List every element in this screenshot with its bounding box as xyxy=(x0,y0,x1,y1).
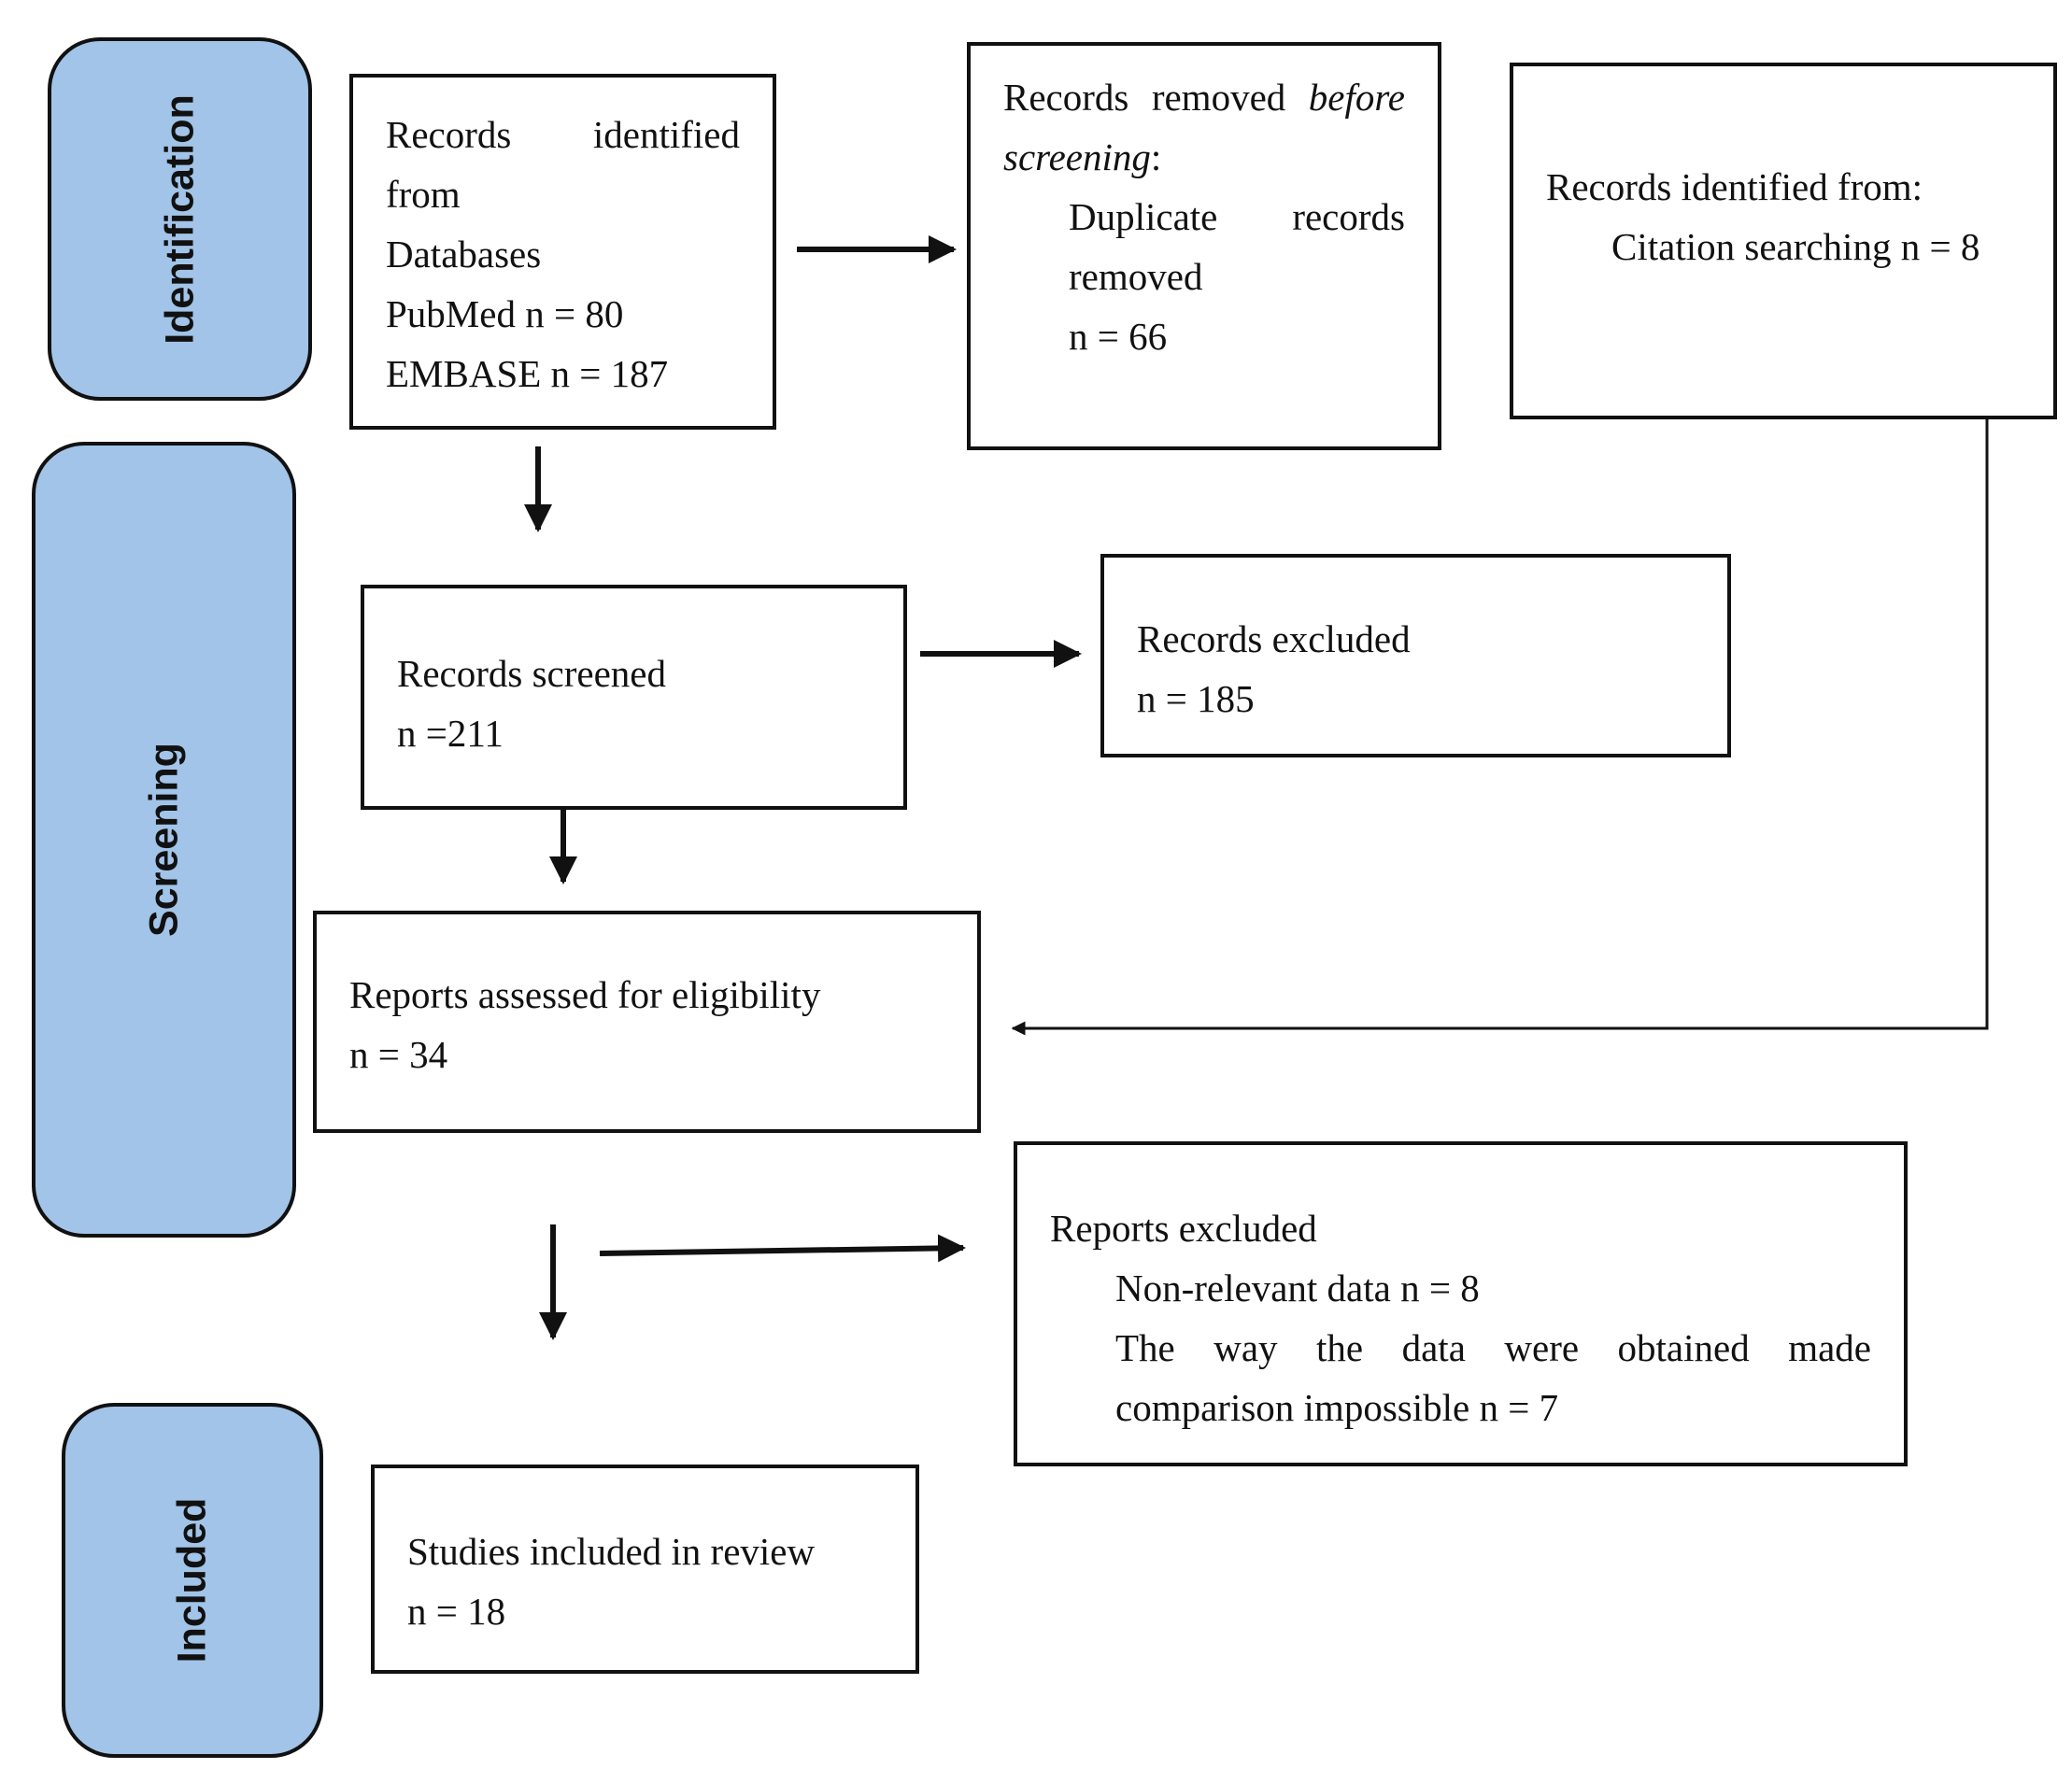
reports-excluded-line-2: Non-relevant data n = 8 xyxy=(1115,1267,1480,1309)
removed-line-4: n = 66 xyxy=(1069,315,1168,358)
screened-line-2: n =211 xyxy=(397,712,504,755)
removed-line-3: Duplicate records removed xyxy=(1069,195,1405,298)
citation-line-1: Records identified from: xyxy=(1546,165,1923,208)
databases-line-1: Records identified from xyxy=(386,113,740,216)
assessed-line-1: Reports assessed for eligibility xyxy=(349,973,821,1016)
reports-excluded-line-3: The way the data were obtained made comp… xyxy=(1115,1326,1871,1429)
box-studies-included: Studies included in review n = 18 xyxy=(371,1465,919,1674)
removed-line-2: screening: xyxy=(1003,127,1405,187)
phase-identification-label: Identification xyxy=(157,93,202,345)
removed-line-1-text: Records removed xyxy=(1003,76,1309,119)
databases-line-3: PubMed n = 80 xyxy=(386,292,624,335)
excluded-line-2: n = 185 xyxy=(1137,677,1255,720)
box-records-excluded: Records excluded n = 185 xyxy=(1100,554,1731,757)
removed-line-2-text: : xyxy=(1150,135,1162,178)
phase-screening: Screening xyxy=(32,442,296,1238)
box-records-screened: Records screened n =211 xyxy=(361,585,907,810)
databases-line-4: EMBASE n = 187 xyxy=(386,352,669,395)
removed-line-1: Records removed before xyxy=(1003,67,1405,127)
box-records-removed: Records removed before screening: Duplic… xyxy=(967,42,1441,450)
reports-excluded-line-1: Reports excluded xyxy=(1050,1207,1317,1250)
phase-included-label: Included xyxy=(169,1497,215,1663)
citation-line-2: Citation searching n = 8 xyxy=(1611,225,1980,268)
box-records-identified-citation: Records identified from: Citation search… xyxy=(1510,63,2057,419)
screened-line-1: Records screened xyxy=(397,652,667,695)
removed-line-1-emphasis: before xyxy=(1308,76,1405,119)
included-line-1: Studies included in review xyxy=(407,1530,816,1573)
removed-line-2-emphasis: screening xyxy=(1003,135,1151,178)
box-reports-assessed: Reports assessed for eligibility n = 34 xyxy=(313,911,981,1133)
arrow-assessed-to-reports-excluded xyxy=(599,1234,966,1263)
excluded-line-1: Records excluded xyxy=(1137,617,1411,660)
assessed-line-2: n = 34 xyxy=(349,1033,448,1076)
box-reports-excluded: Reports excluded Non-relevant data n = 8… xyxy=(1014,1141,1908,1466)
phase-included: Included xyxy=(62,1403,323,1758)
included-line-2: n = 18 xyxy=(407,1590,506,1633)
arrow-citation-to-assessed xyxy=(1011,418,1989,1036)
box-records-identified-databases: Records identified from Databases PubMed… xyxy=(349,74,776,430)
databases-line-2: Databases xyxy=(386,233,542,276)
phase-screening-label: Screening xyxy=(141,743,186,937)
phase-identification: Identification xyxy=(48,37,312,401)
